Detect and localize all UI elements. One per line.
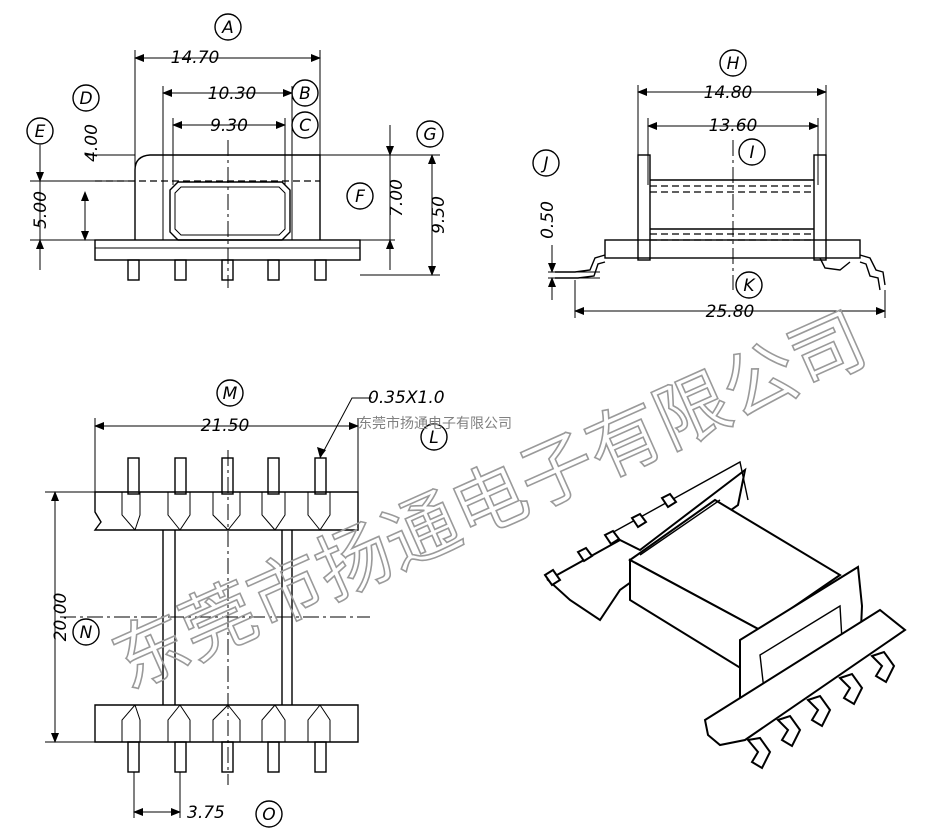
dim-d-value: 4.00 [82,124,102,162]
dim-k-value: 25.80 [706,302,755,322]
label-n: N [72,618,100,646]
label-e: E [26,117,54,145]
label-g: G [416,120,444,148]
dim-a-value: 14.70 [171,48,220,68]
svg-text:G: G [423,125,436,145]
label-j: J [532,149,560,177]
label-k: K [735,271,763,299]
front-view: 14.70 10.30 9.30 4.00 5.00 7.00 9.50 A B… [26,13,449,288]
svg-text:N: N [80,623,93,643]
svg-text:I: I [749,143,754,163]
dim-n-value: 20.00 [51,593,71,642]
dim-g-value: 9.50 [429,196,449,234]
side-view: 14.80 13.60 0.50 25.80 H I J K [532,49,886,322]
label-l: L [420,423,448,451]
svg-text:O: O [262,805,275,825]
watermark-small-text: 东莞市扬通电子有限公司 [358,415,512,432]
svg-text:M: M [223,384,238,404]
dim-pin-value: 0.35X1.0 [368,388,445,408]
dim-c-value: 9.30 [210,116,248,136]
dim-h-value: 14.80 [704,83,753,103]
svg-text:H: H [727,54,740,74]
bottom-view: 21.50 0.35X1.0 20.00 3.75 M L N O [45,379,448,828]
svg-text:L: L [429,428,438,448]
dim-b-value: 10.30 [208,84,257,104]
label-m: M [216,379,244,407]
dim-o-value: 3.75 [187,803,225,823]
dim-j-value: 0.50 [538,201,558,239]
svg-text:J: J [540,154,548,174]
svg-text:E: E [35,122,46,142]
svg-text:F: F [355,187,365,207]
label-a: A [214,13,242,41]
dim-m-value: 21.50 [201,416,250,436]
svg-text:A: A [221,18,234,38]
dim-i-value: 13.60 [709,116,758,136]
label-c: C [291,111,319,139]
label-f: F [346,182,374,210]
svg-text:C: C [299,116,311,136]
dim-f-value: 7.00 [387,179,407,217]
label-d: D [72,84,100,112]
label-o: O [255,800,283,828]
isometric-view [543,460,907,770]
dim-e-value: 5.00 [31,191,51,229]
svg-text:D: D [79,89,92,109]
svg-text:K: K [743,276,756,296]
label-h: H [719,49,747,77]
svg-text:B: B [299,84,311,104]
label-i: I [738,138,766,166]
label-b: B [291,79,319,107]
